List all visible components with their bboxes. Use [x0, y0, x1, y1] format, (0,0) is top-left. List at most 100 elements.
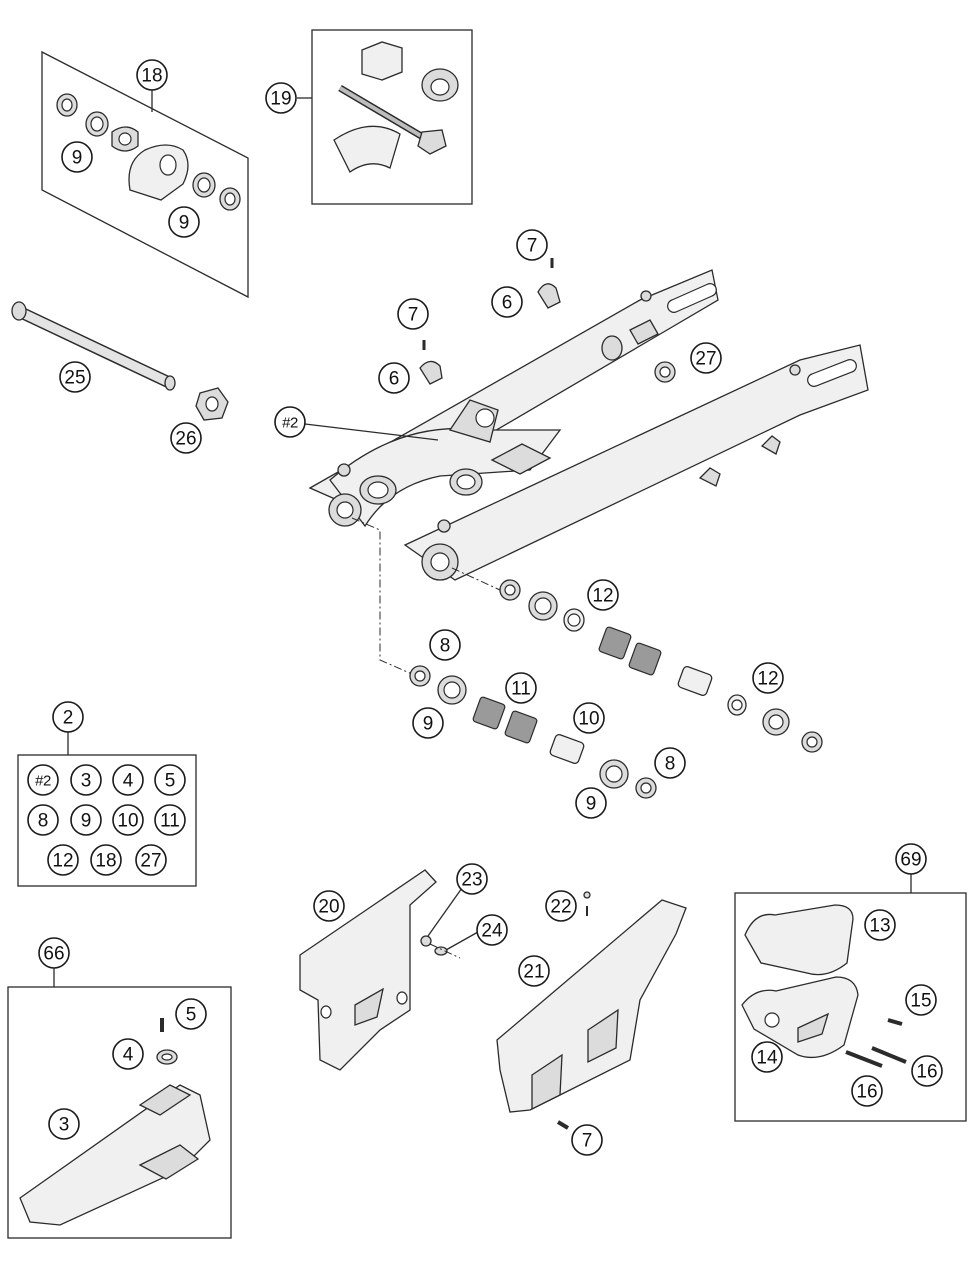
svg-text:66: 66	[43, 944, 64, 965]
kit-2-item: #2	[27, 764, 59, 796]
kit-66-panel	[7, 968, 232, 1239]
callout-20: 20	[313, 890, 345, 922]
callout-25: 25	[59, 361, 91, 393]
svg-text:9: 9	[423, 714, 434, 735]
svg-text:8: 8	[665, 754, 676, 775]
axle-nut	[195, 387, 229, 421]
svg-text:11: 11	[511, 679, 531, 700]
kit-2-panel	[17, 732, 197, 887]
callout-9: 9	[61, 141, 93, 173]
chain-guard-21	[496, 891, 687, 1130]
svg-text:14: 14	[756, 1048, 778, 1069]
svg-text:10: 10	[578, 709, 599, 730]
callout-27: 27	[690, 342, 722, 374]
callout-12: 12	[587, 579, 619, 611]
svg-text:9: 9	[81, 811, 92, 832]
callout-22: 22	[545, 890, 577, 922]
svg-text:10: 10	[117, 811, 138, 832]
kit-19-panel	[297, 29, 473, 205]
kit-18-panel	[41, 50, 249, 299]
kit-2-item: 5	[154, 764, 186, 796]
svg-text:4: 4	[123, 771, 134, 792]
svg-text:9: 9	[179, 213, 190, 234]
svg-text:7: 7	[408, 305, 419, 326]
brake-line-clamps	[419, 258, 676, 385]
callout-2: 2	[52, 701, 84, 733]
swingarm	[308, 269, 869, 581]
callout-8: 8	[429, 629, 461, 661]
callout-7: 7	[397, 298, 429, 330]
callout-18: 18	[136, 59, 168, 91]
callout-7: 7	[571, 1124, 603, 1156]
svg-text:21: 21	[523, 962, 544, 983]
kit-2-item: 27	[135, 844, 167, 876]
svg-text:25: 25	[64, 368, 85, 389]
svg-text:18: 18	[95, 851, 116, 872]
callout-15: 15	[905, 984, 937, 1016]
callout-14: 14	[751, 1041, 783, 1073]
svg-text:23: 23	[461, 870, 482, 891]
callout-26: 26	[170, 422, 202, 454]
bearing-stack-lower	[409, 665, 657, 799]
callout-3: 3	[48, 1108, 80, 1140]
svg-text:15: 15	[910, 991, 931, 1012]
callout-16: 16	[911, 1055, 943, 1087]
svg-text:8: 8	[38, 811, 49, 832]
callout-23: 23	[456, 863, 488, 895]
callout-19: 19	[265, 82, 297, 114]
svg-text:12: 12	[52, 851, 73, 872]
svg-text:4: 4	[123, 1045, 134, 1066]
callout-13: 13	[864, 909, 896, 941]
svg-text:5: 5	[186, 1005, 197, 1026]
svg-text:16: 16	[916, 1062, 937, 1083]
callout-10: 10	[573, 702, 605, 734]
svg-text:#2: #2	[282, 415, 298, 432]
svg-text:24: 24	[481, 921, 503, 942]
callout-24: 24	[476, 914, 508, 946]
svg-text:12: 12	[757, 669, 778, 690]
kit-2-item: 4	[112, 764, 144, 796]
svg-text:16: 16	[856, 1082, 877, 1103]
svg-text:26: 26	[175, 429, 196, 450]
callout-9: 9	[412, 707, 444, 739]
callout-8: 8	[654, 747, 686, 779]
callout-6: 6	[491, 286, 523, 318]
callout-6: 6	[378, 362, 410, 394]
svg-text:2: 2	[63, 708, 74, 729]
callout-69: 69	[895, 843, 927, 875]
callout-11: 11	[505, 672, 537, 704]
kit-2-item: 18	[90, 844, 122, 876]
callout-9: 9	[168, 206, 200, 238]
svg-text:7: 7	[582, 1131, 593, 1152]
svg-text:8: 8	[440, 636, 451, 657]
callout-4: 4	[112, 1038, 144, 1070]
svg-text:6: 6	[502, 293, 513, 314]
callout-12: 12	[752, 662, 784, 694]
svg-text:#2: #2	[35, 773, 51, 790]
bearing-stack-upper	[499, 579, 823, 753]
svg-text:7: 7	[527, 236, 538, 257]
svg-text:12: 12	[592, 586, 613, 607]
screw-23-washer-24	[420, 931, 479, 959]
svg-text:27: 27	[140, 851, 161, 872]
svg-text:11: 11	[160, 811, 180, 832]
svg-text:5: 5	[165, 771, 176, 792]
svg-text:6: 6	[389, 369, 400, 390]
callout-5: 5	[175, 998, 207, 1030]
callout-hash-2: #2	[274, 406, 306, 438]
kit-2-item: 10	[112, 804, 144, 836]
swingarm-pivot-axle	[11, 301, 176, 391]
svg-text:3: 3	[59, 1115, 70, 1136]
callout-16: 16	[851, 1075, 883, 1107]
chain-guard-20	[299, 869, 437, 1071]
svg-text:9: 9	[72, 148, 83, 169]
kit-69-panel	[734, 874, 967, 1122]
kit-2-item: 8	[27, 804, 59, 836]
svg-text:13: 13	[869, 916, 890, 937]
kit-2-item: 9	[70, 804, 102, 836]
callout-9: 9	[575, 787, 607, 819]
callout-7: 7	[516, 229, 548, 261]
svg-text:19: 19	[270, 89, 291, 110]
svg-text:22: 22	[550, 897, 571, 918]
